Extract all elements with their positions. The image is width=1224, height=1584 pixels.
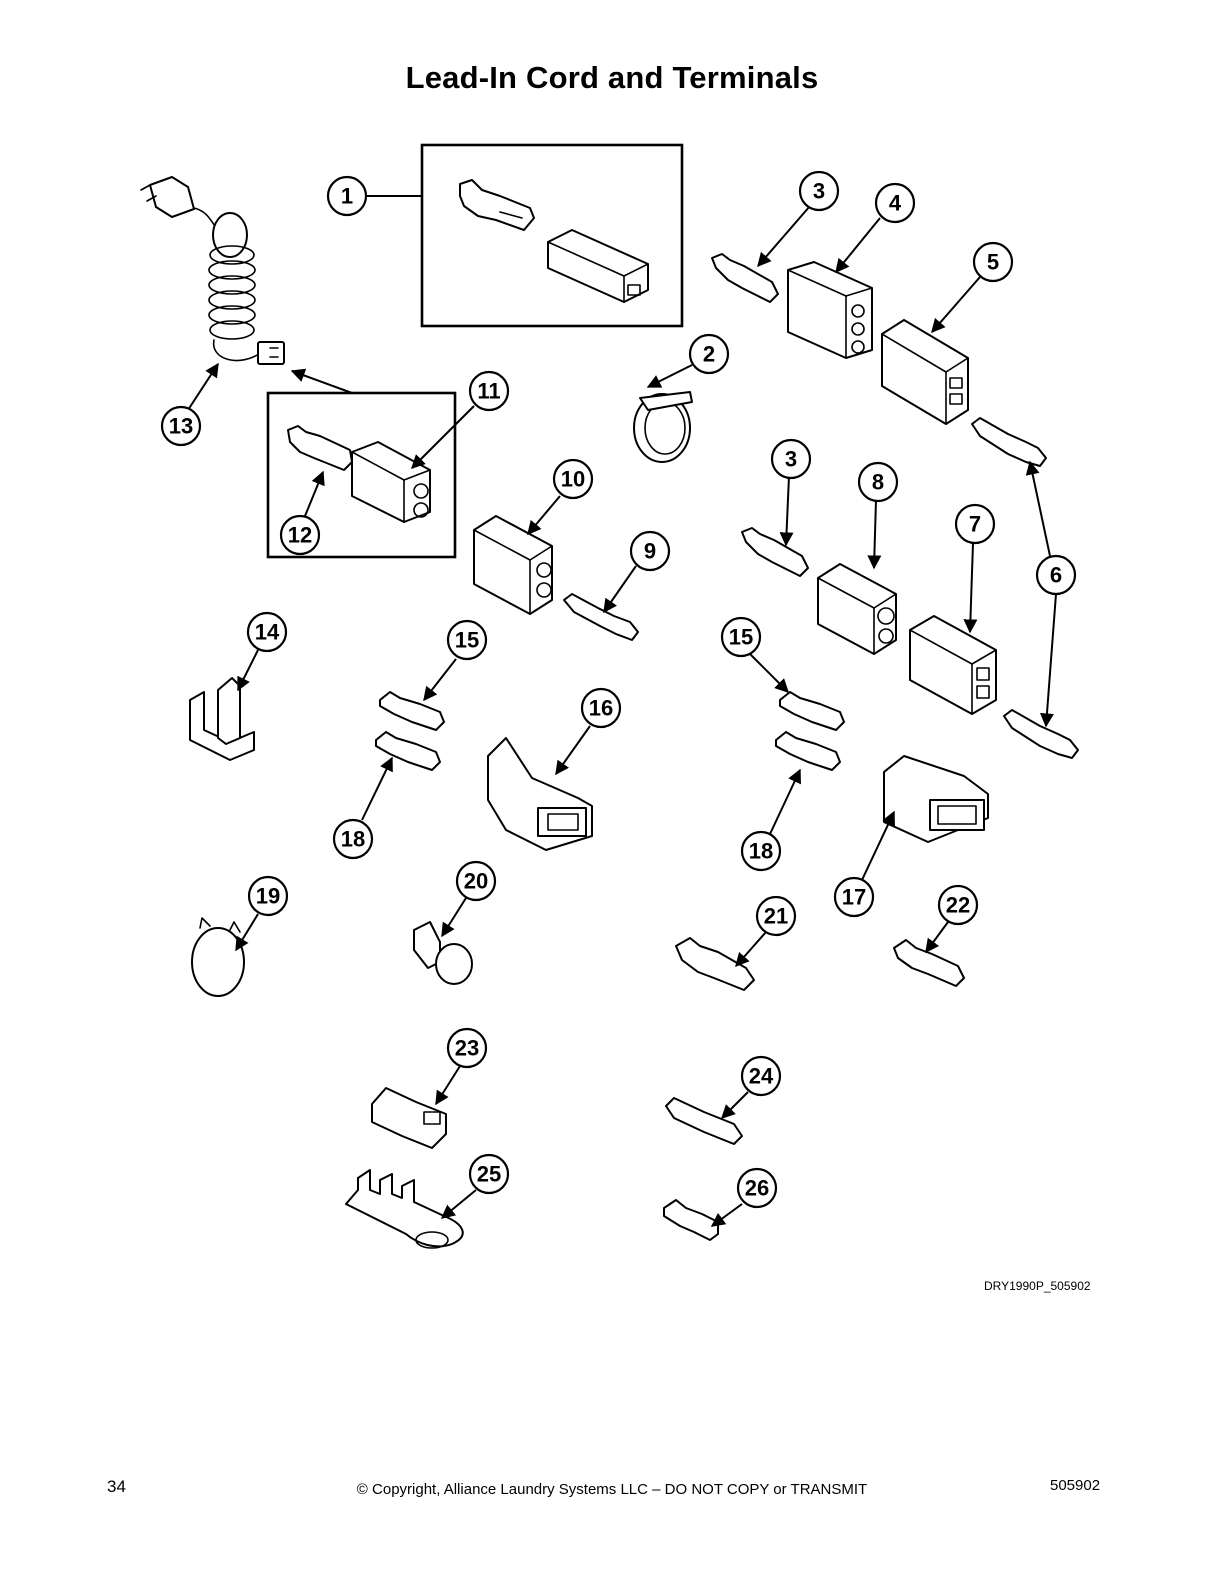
callout-8: 8 <box>857 461 899 503</box>
callout-3-top: 3 <box>798 170 840 212</box>
part-19-drawing <box>191 917 245 997</box>
callout-16: 16 <box>580 687 622 729</box>
callout-label: 8 <box>872 470 884 495</box>
callout-label: 4 <box>889 191 902 216</box>
callout-label: 20 <box>464 869 488 894</box>
callout-24: 24 <box>740 1055 782 1097</box>
callout-label: 18 <box>341 827 365 852</box>
callout-label: 14 <box>255 620 280 645</box>
callout-label: 10 <box>561 467 585 492</box>
part-14-drawing <box>189 677 255 761</box>
parts-15-18-left-drawing <box>375 691 445 771</box>
callout-label: 2 <box>703 342 715 367</box>
part-22-drawing <box>893 939 965 987</box>
callout-25: 25 <box>468 1153 510 1195</box>
callout-11: 11 <box>468 370 510 412</box>
callout-18-right: 18 <box>740 830 782 872</box>
callout-label: 22 <box>946 893 970 918</box>
callout-23: 23 <box>446 1027 488 1069</box>
part-21-drawing <box>675 937 755 991</box>
callout-label: 24 <box>749 1064 774 1089</box>
lead-in-cord-drawing <box>140 176 285 365</box>
callout-17: 17 <box>833 876 875 918</box>
callout-label: 13 <box>169 414 193 439</box>
callout-label: 15 <box>455 628 479 653</box>
callout-15-left: 15 <box>446 619 488 661</box>
callout-4: 4 <box>874 182 916 224</box>
part-11-12-drawing <box>287 425 431 523</box>
callout-10: 10 <box>552 458 594 500</box>
part-1-drawing <box>459 179 649 303</box>
parts-9-10-drawing <box>473 515 639 641</box>
callout-label: 3 <box>813 179 825 204</box>
callout-label: 3 <box>785 447 797 472</box>
callout-15-right: 15 <box>720 616 762 658</box>
callout-label: 23 <box>455 1036 479 1061</box>
callout-label: 12 <box>288 523 312 548</box>
part-16-drawing <box>487 737 593 851</box>
callout-9: 9 <box>629 530 671 572</box>
callout-19: 19 <box>247 875 289 917</box>
callout-label: 5 <box>987 250 999 275</box>
callout-13: 13 <box>160 405 202 447</box>
callout-22: 22 <box>937 884 979 926</box>
callout-label: 21 <box>764 904 788 929</box>
callout-label: 16 <box>589 696 613 721</box>
callout-2: 2 <box>688 333 730 375</box>
part-25-drawing <box>345 1169 464 1249</box>
parts-15-18-right-drawing <box>775 691 845 771</box>
callout-20: 20 <box>455 860 497 902</box>
callout-label: 17 <box>842 885 866 910</box>
callout-1: 1 <box>326 175 368 217</box>
callout-label: 7 <box>969 512 981 537</box>
page-title: Lead-In Cord and Terminals <box>405 60 819 95</box>
callout-label: 11 <box>477 379 500 404</box>
callout-label: 25 <box>477 1162 501 1187</box>
callout-label: 6 <box>1050 563 1062 588</box>
part-26-drawing <box>663 1199 719 1241</box>
callout-label: 26 <box>745 1176 769 1201</box>
part-2-drawing <box>633 391 693 463</box>
parts-3-4-5-6-drawing <box>711 253 1047 467</box>
parts-3-7-8-drawing <box>741 527 1079 759</box>
callout-26: 26 <box>736 1167 778 1209</box>
callout-label: 1 <box>341 184 353 209</box>
part-20-drawing <box>413 921 473 985</box>
callout-label: 15 <box>729 625 753 650</box>
callout-label: 19 <box>256 884 280 909</box>
leader-lines <box>187 195 1057 1227</box>
kit-box-1 <box>420 143 684 328</box>
callout-label: 9 <box>644 539 656 564</box>
callout-6: 6 <box>1035 554 1077 596</box>
kit-box-11-12 <box>266 391 457 559</box>
callout-5: 5 <box>972 241 1014 283</box>
callout-18-left: 18 <box>332 818 374 860</box>
part-23-drawing <box>371 1087 447 1149</box>
document-number: 505902 <box>1050 1477 1101 1494</box>
copyright-notice: © Copyright, Alliance Laundry Systems LL… <box>356 1481 868 1498</box>
page-number: 34 <box>107 1477 126 1496</box>
part-24-drawing <box>665 1097 743 1145</box>
callout-14: 14 <box>246 611 288 653</box>
callout-7: 7 <box>954 503 996 545</box>
drawing-code: DRY1990P_505902 <box>984 1279 1091 1293</box>
callout-12: 12 <box>279 514 321 556</box>
callout-21: 21 <box>755 895 797 937</box>
part-17-drawing <box>883 755 989 843</box>
callout-3-middle: 3 <box>770 438 812 480</box>
callout-label: 18 <box>749 839 773 864</box>
